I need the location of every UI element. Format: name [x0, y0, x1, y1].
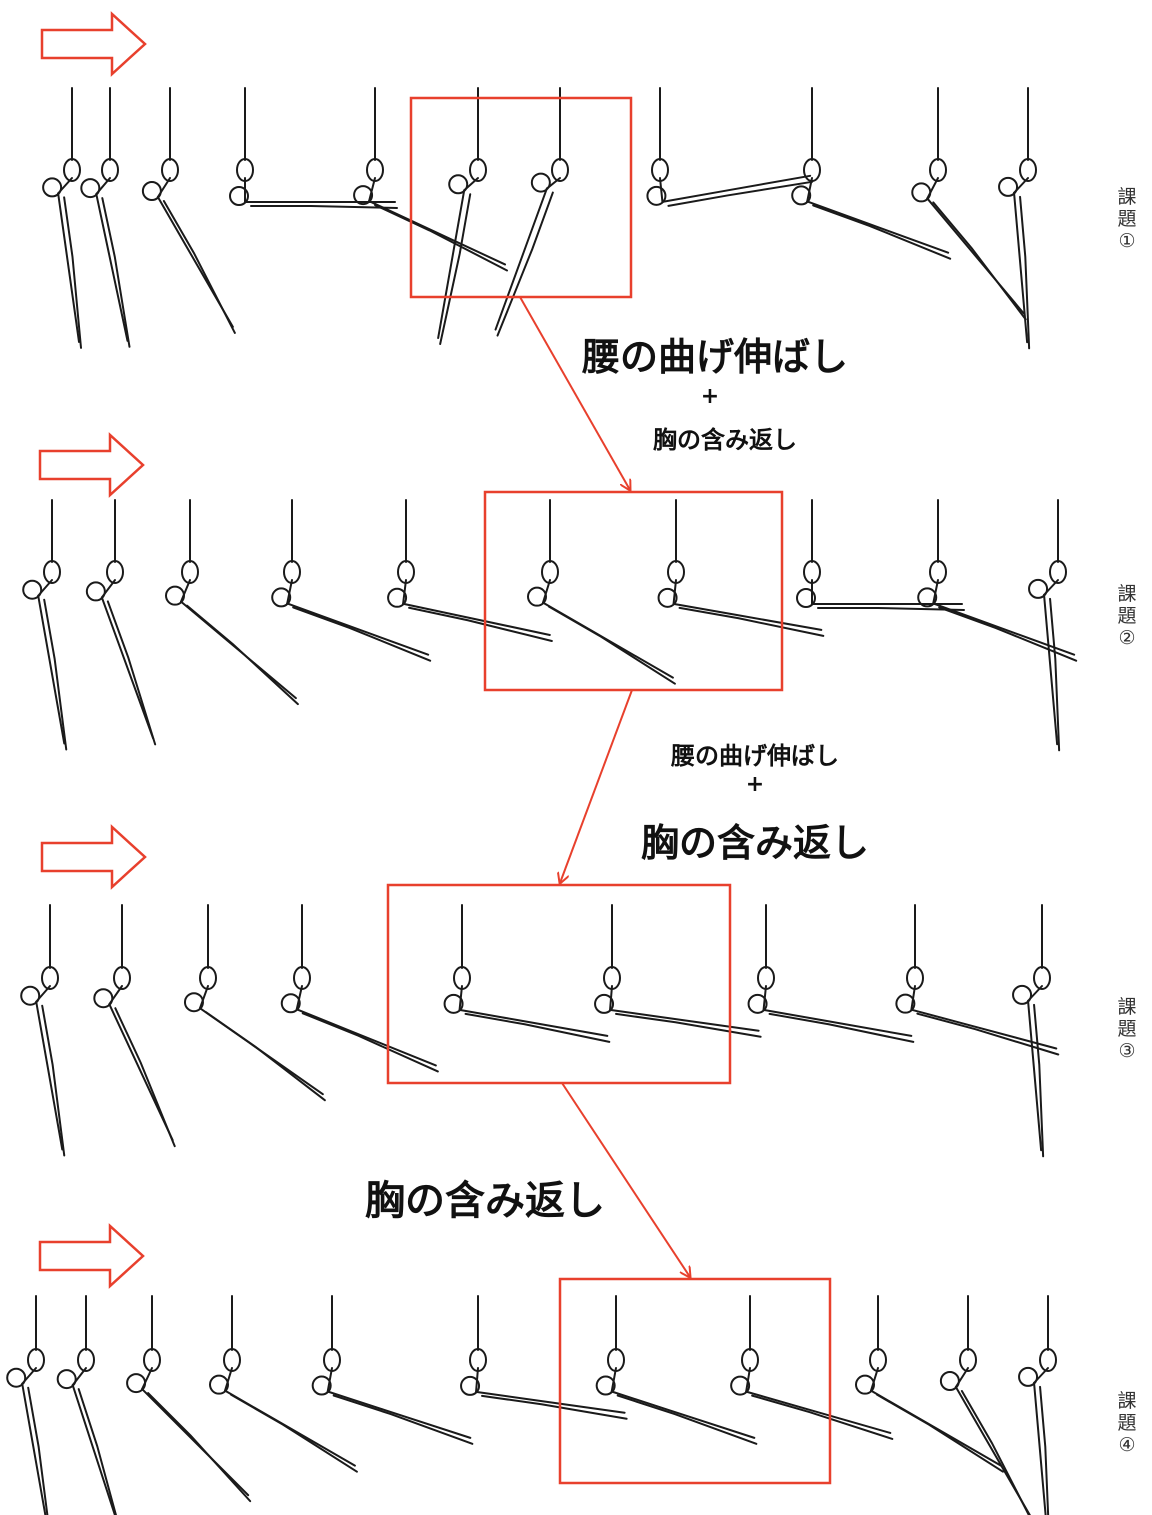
gymnast-figure [461, 1296, 627, 1419]
gymnast-sequence-row-2 [23, 500, 1076, 750]
gymnast-figure [597, 1296, 757, 1444]
gymnast-figure [282, 905, 438, 1071]
highlight-box-3 [388, 885, 730, 1083]
gymnast-figure [388, 500, 552, 641]
gymnast-figure [1013, 905, 1050, 1156]
annotation-1-line-1: 腰の曲げ伸ばし [565, 326, 865, 381]
gymnast-figure [1029, 500, 1066, 750]
annotation-1-plus: + [690, 384, 730, 409]
gymnast-sequence-row-3 [21, 905, 1058, 1156]
gymnast-figure [438, 88, 486, 344]
annotation-1-line-2: 胸の含み返し [625, 420, 825, 455]
direction-arrow-3 [42, 827, 145, 887]
direction-arrow-2 [40, 435, 143, 495]
gymnast-sequence-row-1 [43, 88, 1036, 348]
gymnast-figure [912, 88, 1025, 319]
annotation-2-line-1: 腰の曲げ伸ばし [650, 736, 860, 771]
gymnast-figure [856, 1296, 1003, 1472]
direction-arrow-4 [40, 1226, 143, 1286]
gymnast-figure [23, 500, 66, 749]
gymnast-figure [210, 1296, 357, 1472]
gymnast-figure [354, 88, 507, 270]
gymnast-sequence-row-4 [7, 1296, 1056, 1515]
gymnast-figure [58, 1296, 121, 1515]
gymnast-figure [166, 500, 298, 704]
annotation-3-line-1: 胸の含み返し [355, 1168, 615, 1226]
highlight-box-4 [560, 1279, 830, 1483]
gymnast-figure [43, 88, 81, 348]
gymnast-figure [731, 1296, 892, 1439]
gymnast-figure [313, 1296, 473, 1444]
gymnast-figure [749, 905, 914, 1042]
gymnast-figure [941, 1296, 1033, 1515]
highlight-box-1 [411, 98, 631, 297]
gymnast-figure [496, 88, 568, 336]
gymnast-figure [143, 88, 235, 333]
gymnast-figure [792, 88, 950, 259]
gymnast-figure [21, 905, 64, 1155]
direction-arrow-1 [42, 14, 145, 74]
gymnast-figure [528, 500, 675, 684]
gymnast-figure [94, 905, 174, 1146]
gymnast-figure [595, 905, 761, 1037]
gymnast-figure [7, 1296, 50, 1515]
gymnast-figure [81, 88, 129, 347]
connector-arrow-2 [560, 690, 632, 883]
gymnast-figure [445, 905, 610, 1042]
gymnast-figure [87, 500, 155, 744]
gymnast-figure [659, 500, 824, 636]
gymnast-figure [185, 905, 325, 1100]
gymnast-figure [647, 88, 812, 206]
annotation-2-line-2: 胸の含み返し [630, 812, 880, 867]
annotation-2-plus: + [735, 772, 775, 797]
gymnast-figure [1019, 1296, 1056, 1515]
